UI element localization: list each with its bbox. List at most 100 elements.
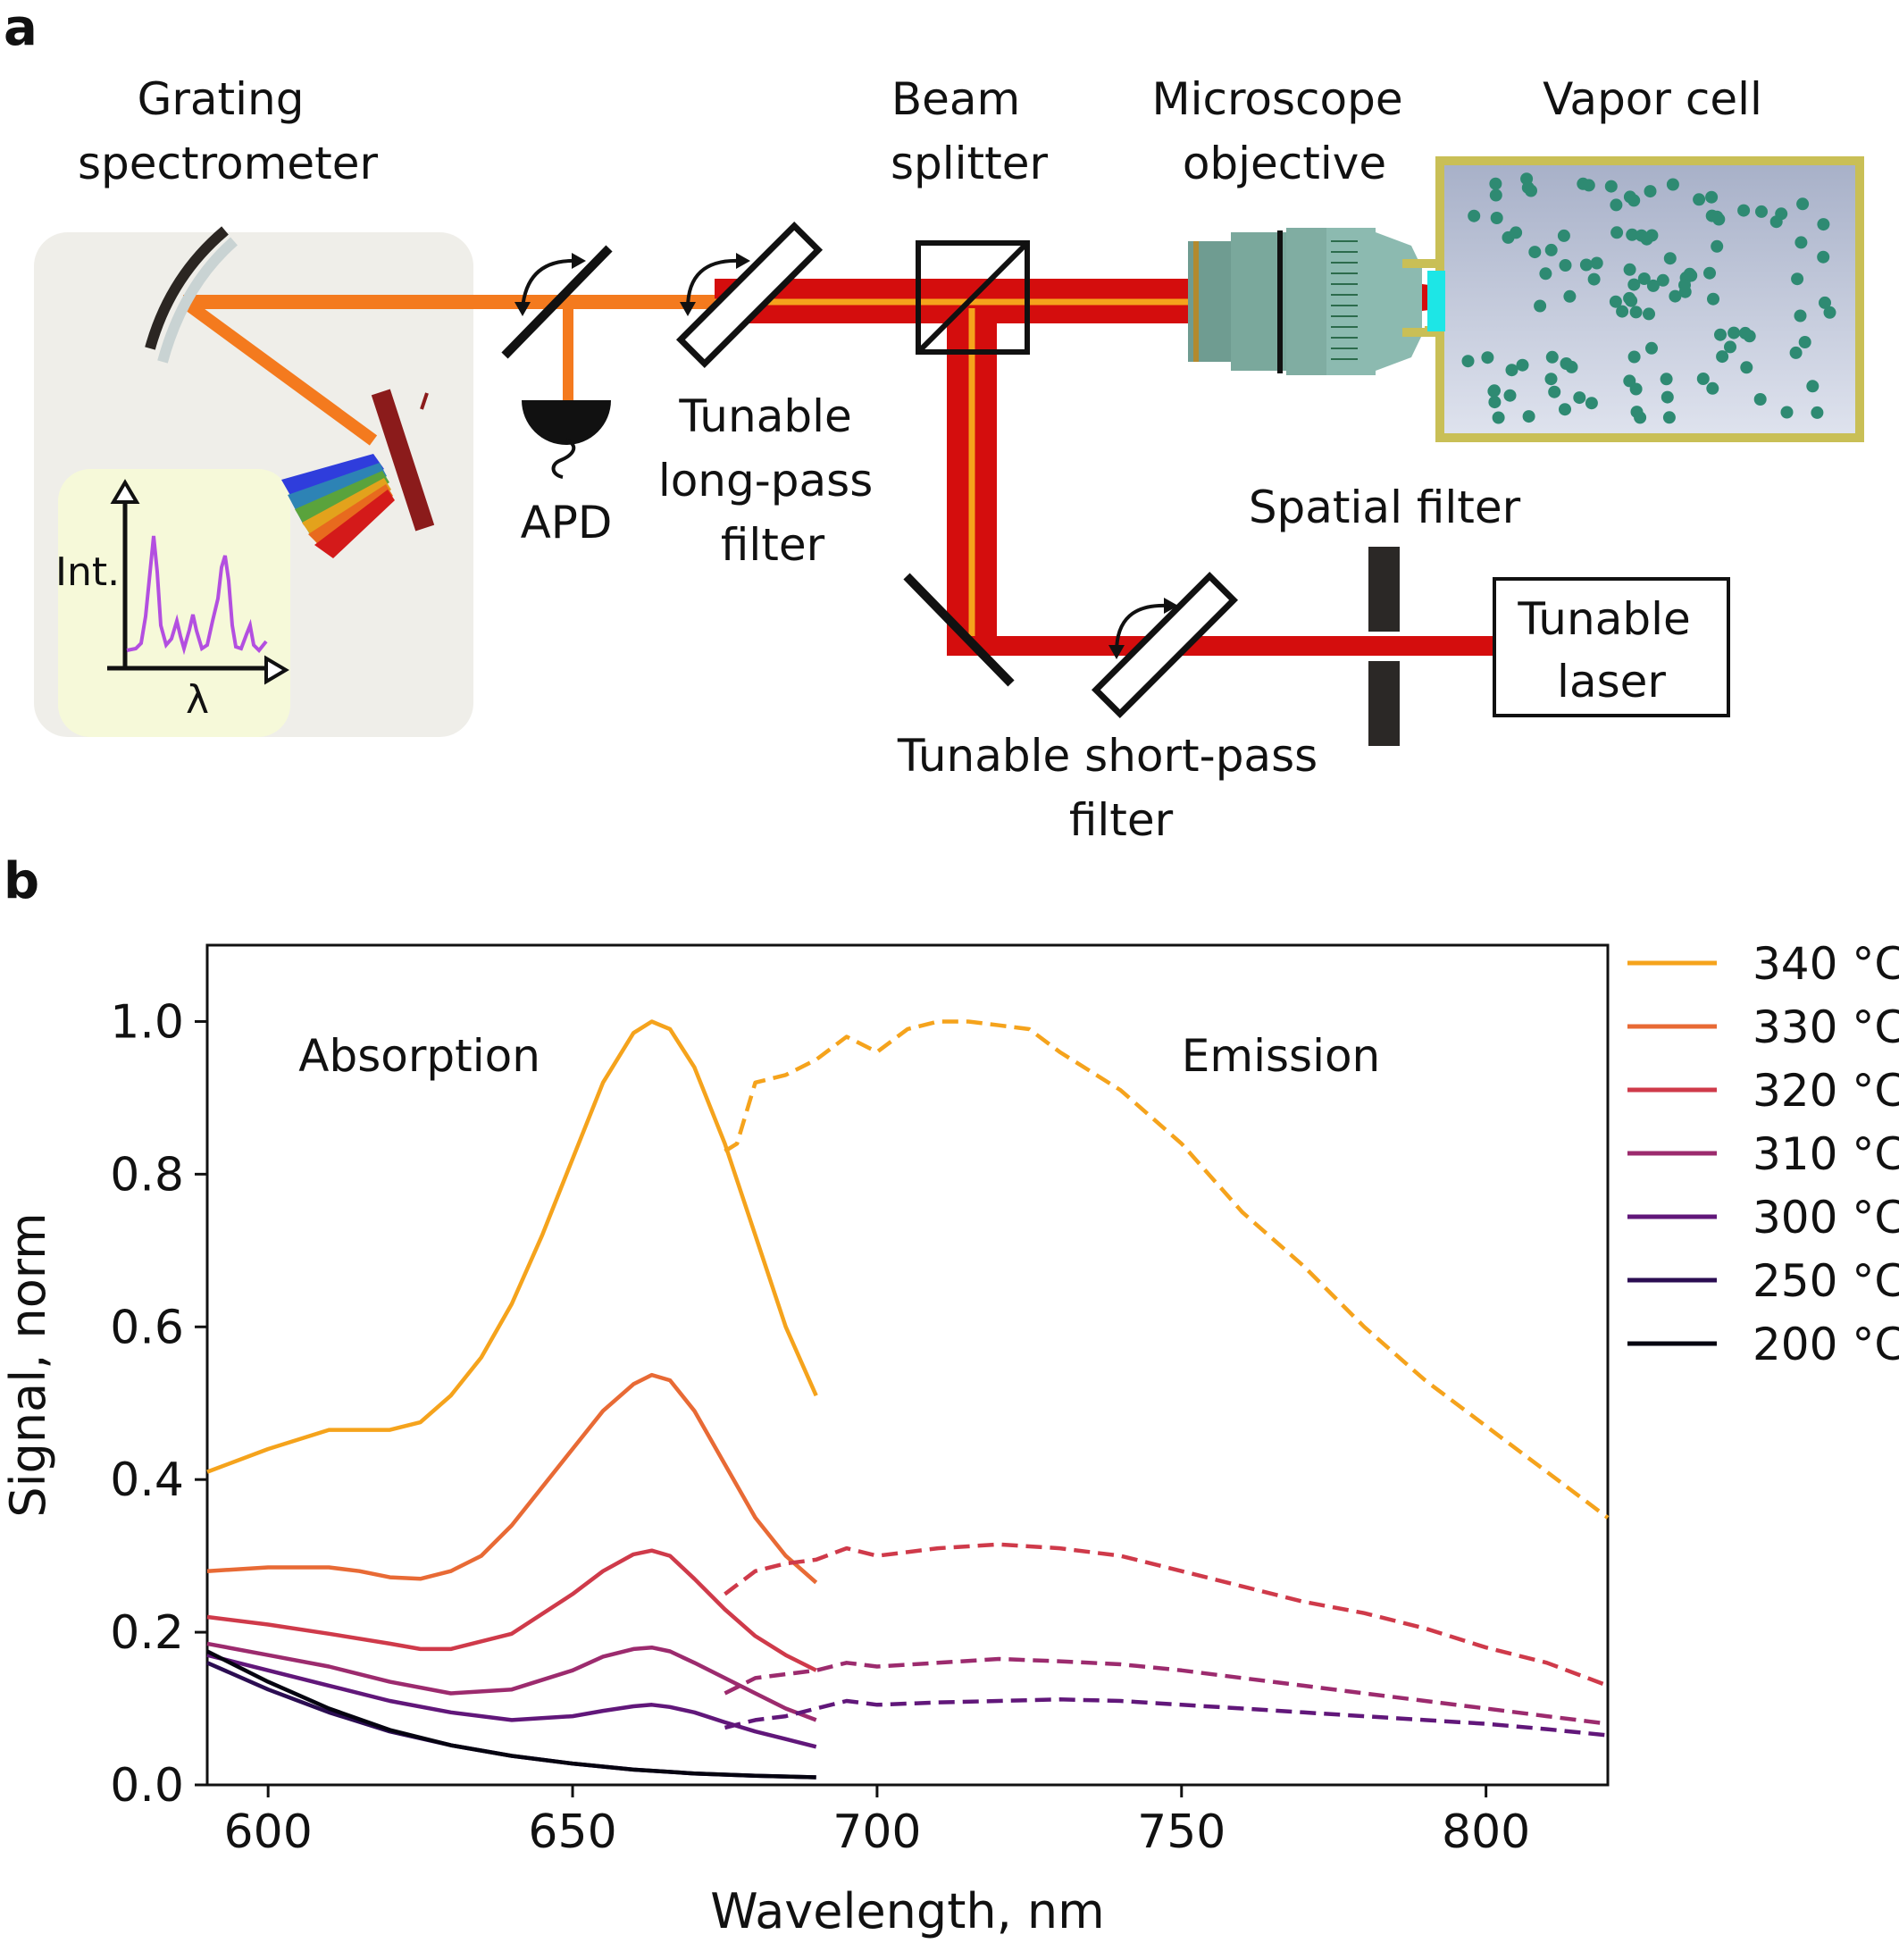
vapor-atom bbox=[1534, 299, 1547, 313]
inset-plot-bg bbox=[58, 469, 290, 737]
label-laser: Tunable laser bbox=[1517, 593, 1704, 708]
vapor-atom bbox=[1811, 406, 1824, 419]
vapor-atom bbox=[1666, 178, 1679, 191]
label-spatial-filter: Spatial filter bbox=[1249, 482, 1521, 533]
vapor-atom bbox=[1490, 212, 1503, 224]
vapor-atom bbox=[1755, 205, 1768, 218]
label-laser-line2: laser bbox=[1557, 656, 1666, 708]
vapor-atom bbox=[1794, 309, 1807, 322]
legend-label: 320 °C bbox=[1753, 1065, 1899, 1117]
label-objective-line1: Microscope bbox=[1151, 73, 1402, 125]
vapor-atom bbox=[1629, 382, 1643, 396]
vapor-atom bbox=[1610, 198, 1623, 212]
vapor-atom bbox=[1539, 267, 1552, 281]
series-absorption-line bbox=[205, 1649, 816, 1780]
label-grating-line2: spectrometer bbox=[78, 138, 379, 189]
inset-ylabel: Int. bbox=[55, 549, 120, 595]
vapor-atom bbox=[1520, 172, 1534, 186]
vapor-atom bbox=[1559, 403, 1571, 416]
vapor-atom bbox=[1545, 350, 1559, 364]
short-pass-filter bbox=[1091, 571, 1239, 719]
vapor-atom bbox=[1544, 243, 1558, 256]
x-axis-label: Wavelength, nm bbox=[710, 1883, 1105, 1939]
vapor-atom bbox=[1823, 306, 1836, 319]
y-tick-label: 0.8 bbox=[110, 1148, 184, 1202]
label-long-pass-line2: long-pass bbox=[658, 455, 873, 507]
short-pass-rotate-arrow-icon bbox=[1115, 603, 1169, 653]
vapor-atom bbox=[1487, 384, 1501, 398]
x-tick-label: 750 bbox=[1137, 1805, 1226, 1859]
vapor-atom bbox=[1789, 346, 1803, 359]
annotation-absorption: Absorption bbox=[298, 1030, 540, 1082]
label-objective-line2: objective bbox=[1183, 138, 1386, 189]
vapor-atom bbox=[1604, 180, 1618, 193]
y-tick-label: 0.2 bbox=[110, 1606, 184, 1660]
label-grating-spectrometer: Grating spectrometer bbox=[78, 73, 379, 189]
vapor-atom bbox=[1711, 239, 1724, 253]
long-pass-rotate-arrow-icon bbox=[686, 258, 740, 309]
series-absorption-line bbox=[206, 1641, 817, 1722]
vapor-atom bbox=[1683, 267, 1696, 281]
vapor-atom bbox=[1579, 258, 1593, 272]
label-objective: Microscope objective bbox=[1151, 73, 1417, 189]
long-pass-arrowhead-a bbox=[680, 302, 696, 316]
vapor-cell-neck bbox=[1402, 259, 1440, 337]
vapor-atom bbox=[1634, 411, 1647, 424]
vapor-atom bbox=[1489, 177, 1502, 190]
vapor-atom bbox=[1703, 266, 1716, 280]
apd-wire bbox=[551, 438, 576, 479]
series-emission-line bbox=[724, 1542, 1609, 1688]
label-short-pass: Tunable short-pass filter bbox=[897, 730, 1332, 846]
vapor-atom bbox=[1623, 291, 1636, 305]
vapor-atom bbox=[1544, 373, 1558, 386]
label-long-pass-line3: filter bbox=[721, 519, 825, 571]
vapor-atom bbox=[1644, 185, 1657, 198]
vapor-atom bbox=[1662, 411, 1676, 424]
label-short-pass-line2: filter bbox=[1069, 794, 1174, 846]
vapor-atom bbox=[1707, 292, 1719, 306]
x-tick-label: 800 bbox=[1442, 1805, 1530, 1859]
series-absorption-line bbox=[206, 1548, 817, 1672]
inset-x-arrow-icon bbox=[264, 655, 289, 685]
vapor-atom bbox=[1728, 326, 1741, 339]
vapor-atom bbox=[1461, 355, 1475, 368]
vapor-atom bbox=[1481, 351, 1494, 364]
vapor-atom bbox=[1627, 278, 1641, 291]
vapor-atom bbox=[1640, 232, 1653, 246]
inset-y-arrow-icon bbox=[110, 479, 140, 504]
series-absorption-line bbox=[206, 1019, 818, 1474]
legend-label: 250 °C bbox=[1753, 1255, 1899, 1307]
vapor-atom bbox=[1663, 252, 1677, 265]
vapor-atom bbox=[1712, 213, 1726, 226]
vapor-atom bbox=[1489, 188, 1502, 202]
vapor-atom bbox=[1492, 411, 1505, 424]
legend-label: 300 °C bbox=[1753, 1192, 1899, 1244]
vapor-atom bbox=[1516, 358, 1529, 372]
series-emission-line bbox=[724, 1019, 1610, 1520]
vapor-atom bbox=[1724, 340, 1736, 354]
tunable-laser-box bbox=[1493, 577, 1730, 717]
vapor-atom bbox=[1609, 295, 1622, 308]
vapor-atom bbox=[1780, 406, 1794, 419]
label-long-pass: Tunable long-pass filter bbox=[658, 390, 887, 571]
vapor-atom bbox=[1623, 190, 1636, 204]
vapor-atom bbox=[1629, 306, 1643, 319]
vapor-atom bbox=[1669, 289, 1682, 303]
vapor-atom bbox=[1627, 350, 1641, 364]
vapor-atom bbox=[1505, 364, 1518, 377]
x-tick-label: 650 bbox=[528, 1805, 616, 1859]
apd-flip-arrow-icon bbox=[521, 258, 577, 309]
vapor-atom bbox=[1637, 272, 1651, 285]
vapor-atom bbox=[1656, 273, 1669, 287]
apd-detector-icon bbox=[522, 400, 611, 445]
vapor-atom bbox=[1559, 259, 1572, 272]
vapor-atom bbox=[1585, 397, 1598, 410]
panel-b-label: b bbox=[4, 852, 39, 910]
label-grating-line1: Grating bbox=[138, 73, 305, 125]
vapor-atom bbox=[1678, 285, 1692, 298]
vapor-atom bbox=[1798, 336, 1811, 348]
beam-splitter-diagonal bbox=[916, 240, 1030, 355]
vapor-atom bbox=[1817, 218, 1830, 231]
y-tick-label: 1.0 bbox=[110, 995, 184, 1049]
